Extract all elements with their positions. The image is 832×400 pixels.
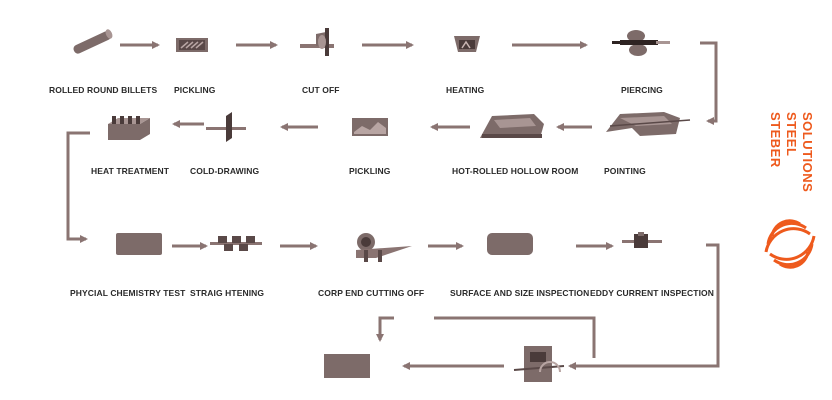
step-label-pickling: PICKLING [174,85,216,95]
heat-treatment-furnace-icon [108,116,150,140]
flow-connector [376,316,394,342]
chemistry-test-box-icon [116,233,162,255]
straightening-rollers-icon [210,236,262,251]
heating-furnace-icon [454,36,480,52]
steber-swirl-icon [764,219,816,269]
cut-off-saw-icon [300,28,334,56]
step-label-corp-end-cutting-off: CORP END CUTTING OFF [318,288,425,298]
flow-connector [434,316,596,358]
step-label-piercing: PIERCING [621,85,663,95]
logo-text-solutions: SOLUTIONS [800,112,815,193]
logo-text-steber: STEBER [768,112,783,168]
logo-text-steel: STEEL [784,112,799,157]
step-label-surface-and-size-inspection: SURFACE AND SIZE INSPECTION [450,288,590,298]
step-label-cold-drawing: COLD-DRAWING [190,166,260,176]
step-label-heat-treatment: HEAT TREATMENT [91,166,170,176]
step-label-hot-rolled-hollow-room: HOT-ROLLED HOLLOW ROOM [452,166,579,176]
crop-end-saw-icon [356,233,412,262]
flow-connector [568,243,720,370]
step-label-eddy-current-inspection: EDDY CURRENT INSPECTION [590,288,714,298]
pickling-tank-icon [176,38,208,52]
pointing-machine-icon [606,112,691,136]
step-label-pointing: POINTING [604,166,646,176]
pickling-tank-2-icon [352,118,388,136]
step-label-cut-off: CUT OFF [302,85,340,95]
flow-connector [66,131,90,243]
cold-drawing-die-icon [206,112,246,142]
billet-icon [73,29,113,54]
step-label-phycial-chemistry-test: PHYCIAL CHEMISTRY TEST [70,288,186,298]
step-label-heating: HEATING [446,85,485,95]
final-inspection-machine-icon [513,346,565,382]
flow-connector [700,41,718,125]
hot-rolled-hollow-icon [480,114,544,138]
step-label-pickling-2: PICKLING [349,166,391,176]
step-label-straightening: STRAIG HTENING [190,288,265,298]
final-product-box-icon [324,354,370,378]
step-label-rolled-round-billets: ROLLED ROUND BILLETS [49,85,158,95]
piercing-mill-icon [612,30,670,56]
eddy-current-probe-icon [622,232,662,248]
surface-inspection-box-icon [487,233,533,255]
